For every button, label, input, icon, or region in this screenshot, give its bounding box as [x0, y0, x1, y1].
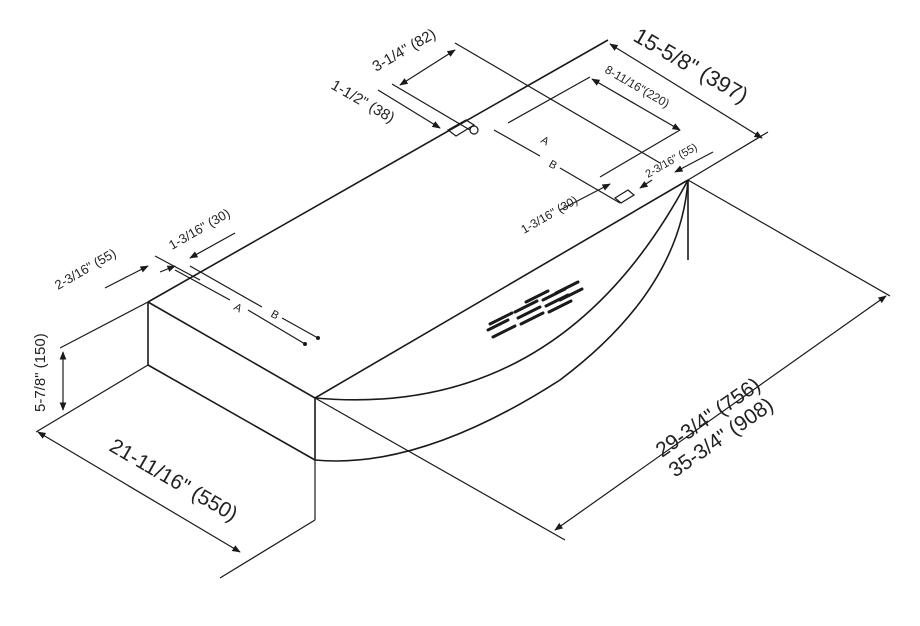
dimension-lines	[35, 42, 891, 579]
right-offset-label: 2-3/16" (55)	[644, 141, 700, 180]
hood-body	[147, 39, 689, 462]
right-span-label: 8-11/16"(220)	[603, 62, 672, 110]
right-hole-spacing-label: 1-3/16" (30)	[519, 193, 581, 237]
marker-b-left: B	[269, 308, 281, 322]
marker-b-right: B	[547, 158, 559, 172]
height-label: 5-7/8" (150)	[32, 333, 49, 412]
marker-a-right: A	[539, 134, 552, 148]
marker-a-left: A	[232, 301, 245, 315]
duct-offset-label: 3-1/4" (82)	[370, 26, 439, 76]
duct-width-label: 1-1/2" (38)	[328, 77, 397, 127]
left-hole-spacing-label: 1-3/16" (30)	[166, 205, 233, 252]
